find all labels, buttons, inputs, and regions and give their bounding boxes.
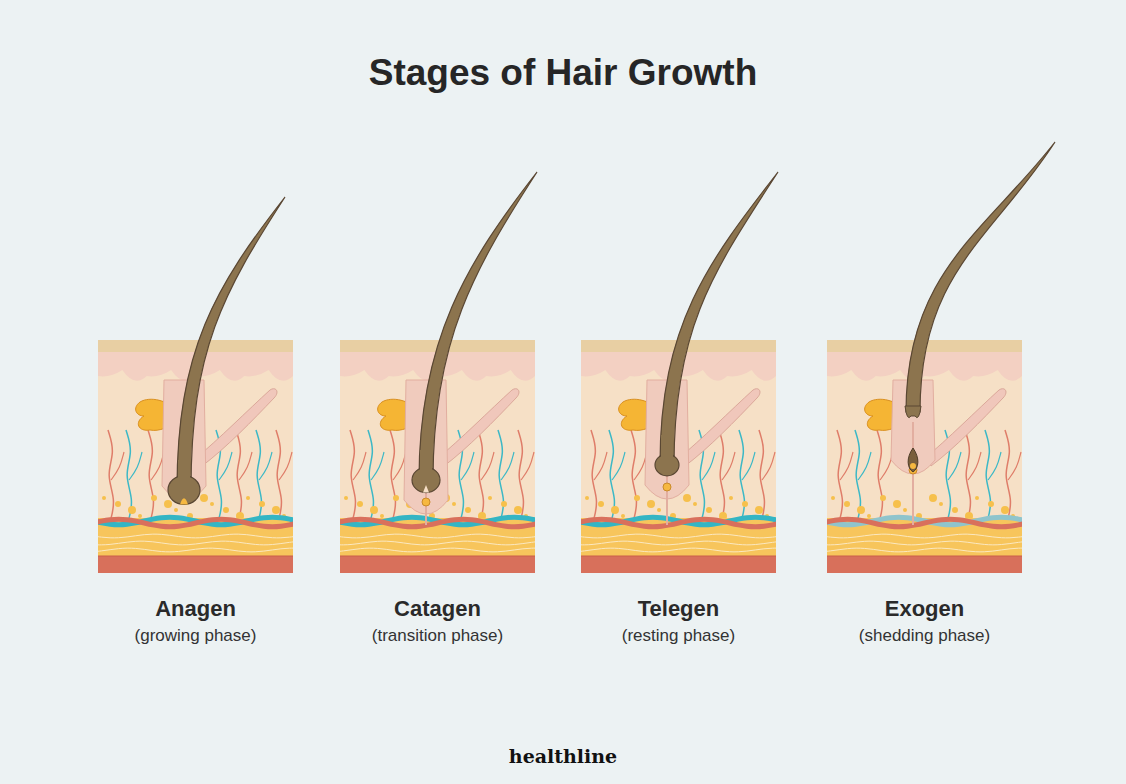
stage-name: Catagen <box>394 596 481 622</box>
brand-logo: healthline <box>509 745 617 767</box>
phase-label: (resting phase) <box>622 626 735 646</box>
phase-label: (growing phase) <box>135 626 257 646</box>
stage-name: Exogen <box>885 596 964 622</box>
stage-name: Anagen <box>155 596 236 622</box>
stage-name: Telegen <box>638 596 720 622</box>
skin-panel <box>93 197 299 573</box>
skin-panel <box>576 172 782 573</box>
skin-panel <box>822 142 1055 573</box>
hair-shaft <box>419 172 537 480</box>
skin-panel <box>335 172 541 573</box>
hair-shaft <box>177 197 285 490</box>
hair-shaft <box>906 142 1055 412</box>
phase-label: (transition phase) <box>372 626 503 646</box>
diagram-title: Stages of Hair Growth <box>369 52 758 94</box>
hair-shaft <box>660 172 778 465</box>
phase-label: (shedding phase) <box>859 626 990 646</box>
